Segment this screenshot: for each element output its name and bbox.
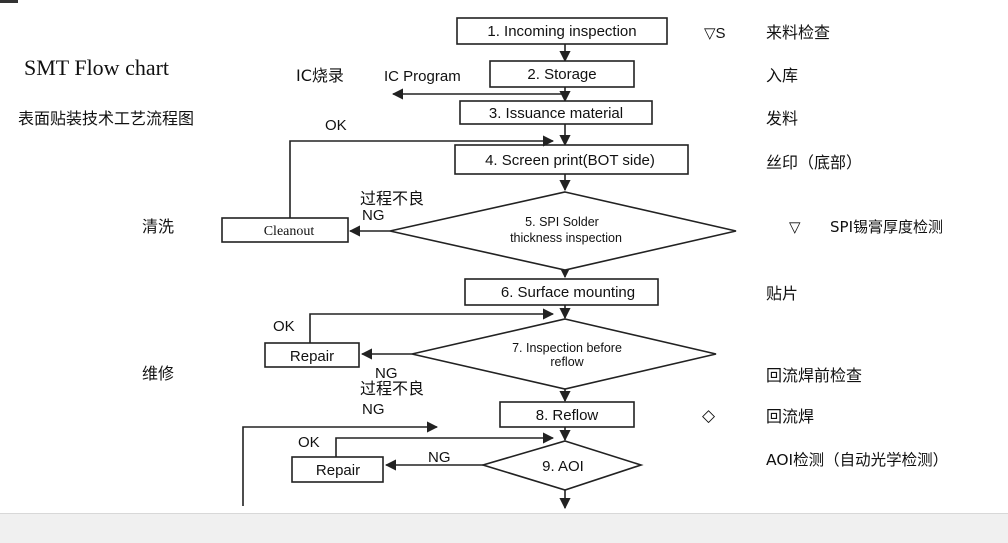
step-1-incoming-inspection: 1. Incoming inspection bbox=[456, 17, 668, 45]
inspection-defect-cn: 过程不良 bbox=[360, 379, 424, 398]
repair-1-ok-label: OK bbox=[273, 318, 295, 335]
chart-title: SMT Flow chart bbox=[24, 55, 169, 80]
spi-ng-label: NG bbox=[362, 207, 385, 224]
step-4-screen-print: 4. Screen print(BOT side) bbox=[454, 144, 689, 175]
cleanout-ok-label: OK bbox=[325, 117, 347, 134]
bottom-status-strip bbox=[0, 513, 1008, 543]
repair-2-label: Repair bbox=[316, 462, 360, 479]
ic-program-cn: IC烧录 bbox=[296, 66, 344, 85]
repair-box-2: Repair bbox=[291, 456, 384, 483]
step-7-inspection-decision: 7. Inspection before reflow bbox=[411, 318, 717, 390]
spi-defect-cn: 过程不良 bbox=[360, 189, 424, 208]
cleanout-ok-loop bbox=[289, 135, 555, 218]
cleanout-cn: 清洗 bbox=[142, 217, 174, 236]
step-6-surface-mounting: 6. Surface mounting bbox=[464, 278, 659, 306]
window-corner-mark bbox=[0, 0, 18, 3]
step-3-issuance-material: 3. Issuance material bbox=[459, 100, 653, 125]
step-1-symbol: ▽S bbox=[704, 25, 726, 42]
step-9-aoi-decision: 9. AOI bbox=[480, 440, 644, 491]
chart-subtitle: 表面贴装技术工艺流程图 bbox=[18, 109, 194, 128]
step-7-cn: 回流焊前检查 bbox=[766, 366, 862, 385]
step-1-cn: 来料检查 bbox=[766, 23, 830, 42]
step-3-label: 3. Issuance material bbox=[489, 105, 623, 122]
step-7-label-line2: reflow bbox=[550, 355, 584, 369]
return-line bbox=[242, 421, 439, 506]
step-9-cn: AOI检测（自动光学检测） bbox=[766, 451, 948, 469]
step-2-storage: 2. Storage bbox=[489, 60, 635, 88]
step-8-cn: 回流焊 bbox=[766, 407, 814, 426]
step-2-cn: 入库 bbox=[766, 66, 798, 85]
repair-box-1: Repair bbox=[264, 342, 360, 368]
repair-2-ok-label: OK bbox=[298, 434, 320, 451]
repair-1-ok-loop bbox=[309, 308, 555, 343]
inspection-ng-label: NG bbox=[375, 365, 398, 382]
step-8-label: 8. Reflow bbox=[536, 407, 599, 424]
step-6-cn: 贴片 bbox=[766, 284, 798, 303]
step-8-symbol: ◇ bbox=[702, 406, 716, 425]
aoi-ng-label: NG bbox=[428, 449, 451, 466]
step-5-symbol: ▽ bbox=[789, 219, 801, 236]
step-5-label-line1: 5. SPI Solder bbox=[525, 215, 599, 229]
step-4-label: 4. Screen print(BOT side) bbox=[485, 152, 655, 169]
repair-1-label: Repair bbox=[290, 348, 334, 365]
ic-program-en: IC Program bbox=[384, 68, 461, 85]
cleanout-box: Cleanout bbox=[221, 217, 349, 243]
step-5-spi-decision: 5. SPI Solder thickness inspection bbox=[389, 191, 737, 271]
step-8-reflow: 8. Reflow bbox=[499, 401, 635, 428]
step-3-cn: 发料 bbox=[766, 109, 798, 128]
step-5-cn: SPI锡膏厚度检测 bbox=[830, 218, 943, 236]
cleanout-label: Cleanout bbox=[264, 224, 315, 239]
inspection-ng-label-2: NG bbox=[362, 401, 385, 418]
repair-2-ok-loop bbox=[335, 432, 555, 457]
step-9-label: 9. AOI bbox=[542, 458, 584, 475]
repair-cn: 维修 bbox=[142, 364, 174, 383]
step-6-label: 6. Surface mounting bbox=[501, 284, 635, 301]
step-7-label-line1: 7. Inspection before bbox=[512, 341, 622, 355]
step-2-label: 2. Storage bbox=[527, 66, 596, 83]
step-5-label-line2: thickness inspection bbox=[510, 231, 622, 245]
step-1-label: 1. Incoming inspection bbox=[487, 23, 636, 40]
step-4-cn: 丝印（底部） bbox=[766, 153, 862, 172]
